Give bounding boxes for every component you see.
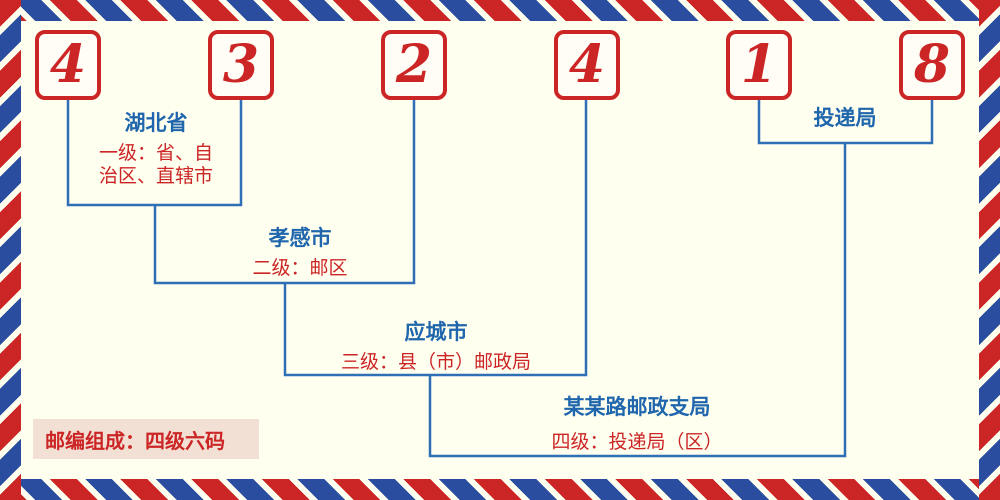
postal-digit-box-4: 4	[554, 30, 620, 100]
postal-digit-6: 8	[913, 34, 951, 95]
delivery-bureau-label: 投递局	[813, 107, 877, 130]
level2-place-name: 孝感市	[268, 227, 332, 250]
level2-description: 二级：邮区	[252, 258, 348, 279]
postal-digit-3: 2	[395, 34, 433, 95]
level4-description: 四级：投递局（区）	[551, 432, 723, 453]
postal-digit-box-3: 2	[381, 30, 447, 100]
annotation-level3: 应城市 三级：县（市）邮政局	[341, 321, 531, 374]
postal-digit-box-1: 4	[35, 30, 101, 100]
postal-digit-box-5: 1	[726, 30, 792, 100]
level1-description-line1: 一级：省、自	[98, 143, 214, 164]
annotation-delivery-bureau: 投递局	[814, 107, 877, 131]
postal-digit-2: 3	[222, 34, 260, 95]
postal-digit-box-6: 8	[899, 30, 965, 100]
composition-note-text: 邮编组成：四级六码	[45, 430, 225, 453]
level1-description-line2: 治区、直辖市	[98, 166, 214, 187]
airmail-border-left	[0, 0, 21, 500]
composition-note: 邮编组成：四级六码	[33, 419, 259, 459]
airmail-border-right	[979, 0, 1000, 500]
level3-place-name: 应城市	[404, 321, 468, 344]
annotation-level1: 湖北省 一级：省、自 治区、直辖市	[99, 112, 213, 188]
connector-level3-line	[283, 100, 588, 377]
level4-place-name: 某某路邮政支局	[563, 396, 711, 419]
bracket-delivery-line	[757, 100, 934, 145]
airmail-border-top	[0, 0, 1000, 21]
level1-place-name: 湖北省	[124, 112, 188, 135]
postal-digit-box-2: 3	[208, 30, 274, 100]
annotation-level4: 某某路邮政支局 四级：投递局（区）	[551, 396, 722, 454]
postal-digit-4: 4	[568, 34, 606, 95]
postal-digit-1: 4	[49, 34, 87, 95]
annotation-level2: 孝感市 二级：邮区	[252, 227, 347, 280]
level3-description: 三级：县（市）邮政局	[340, 352, 532, 373]
airmail-border-bottom	[0, 479, 1000, 500]
postal-digit-5: 1	[740, 34, 778, 95]
connector-level4-line	[428, 143, 847, 458]
